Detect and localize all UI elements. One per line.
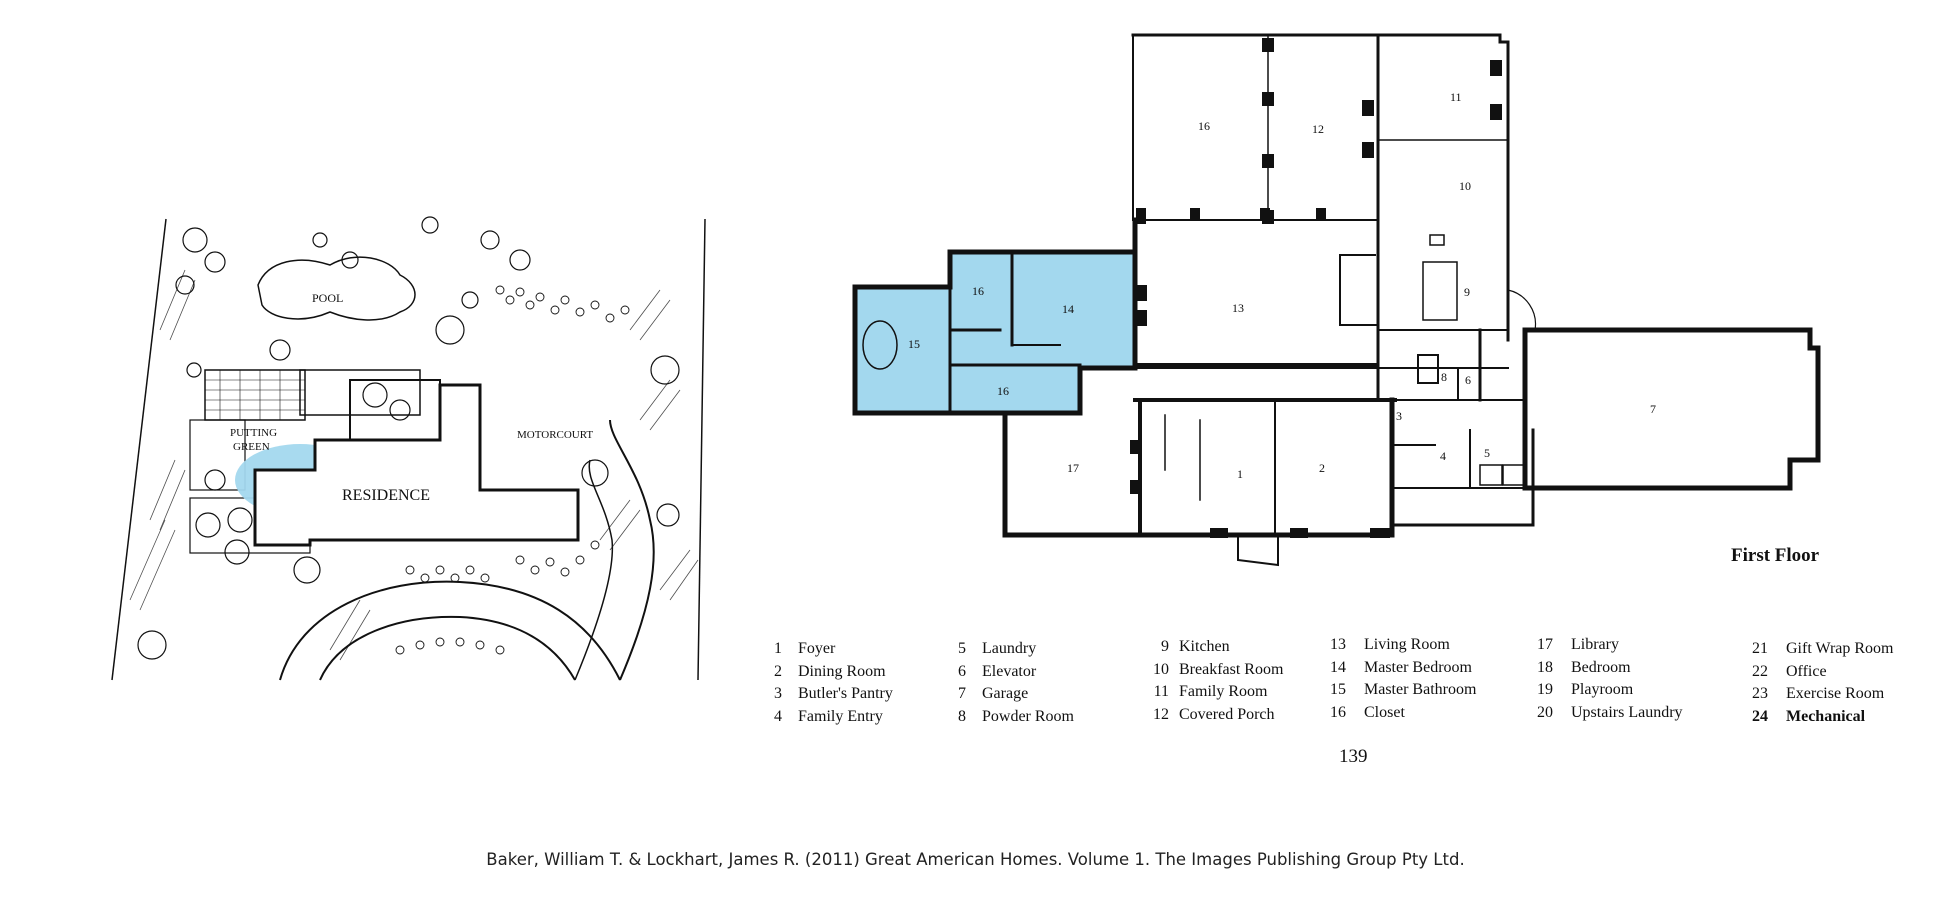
citation: Baker, William T. & Lockhart, James R. (… [486,850,1465,869]
room-number-2: 2 [1319,461,1325,475]
room-number-12: 12 [1312,122,1324,136]
room-number-10: 10 [1459,179,1471,193]
room-number-8: 8 [1441,370,1447,384]
putting-green-label-line1: PUTTING [230,427,277,439]
room-number-6: 6 [1465,373,1471,387]
floor-title: First Floor [1731,545,1820,566]
room-number-13: 13 [1232,301,1244,315]
room-number-5: 5 [1484,446,1490,460]
motorcourt-label: MOTORCOURT [517,429,593,441]
residence-footprint [253,383,580,547]
room-number-9: 9 [1464,285,1470,299]
room-number-16c: 16 [997,384,1009,398]
page-number: 139 [1339,746,1368,767]
room-number-4: 4 [1440,449,1446,463]
room-number-3: 3 [1396,409,1402,423]
room-number-1: 1 [1237,467,1243,481]
room-number-16a: 16 [1198,119,1210,133]
residence-label: RESIDENCE [342,487,430,504]
room-number-14: 14 [1062,302,1074,316]
room-number-16b: 16 [972,284,984,298]
putting-green-label-line2: GREEN [233,441,270,453]
pool-label: POOL [312,291,343,305]
room-number-7: 7 [1650,402,1656,416]
site-plan-drawing [111,216,706,681]
room-number-15: 15 [908,337,920,351]
room-number-17: 17 [1067,461,1079,475]
room-number-11: 11 [1450,90,1462,104]
master-suite-highlight [855,252,1135,413]
floor-plan-walls [852,33,1821,567]
